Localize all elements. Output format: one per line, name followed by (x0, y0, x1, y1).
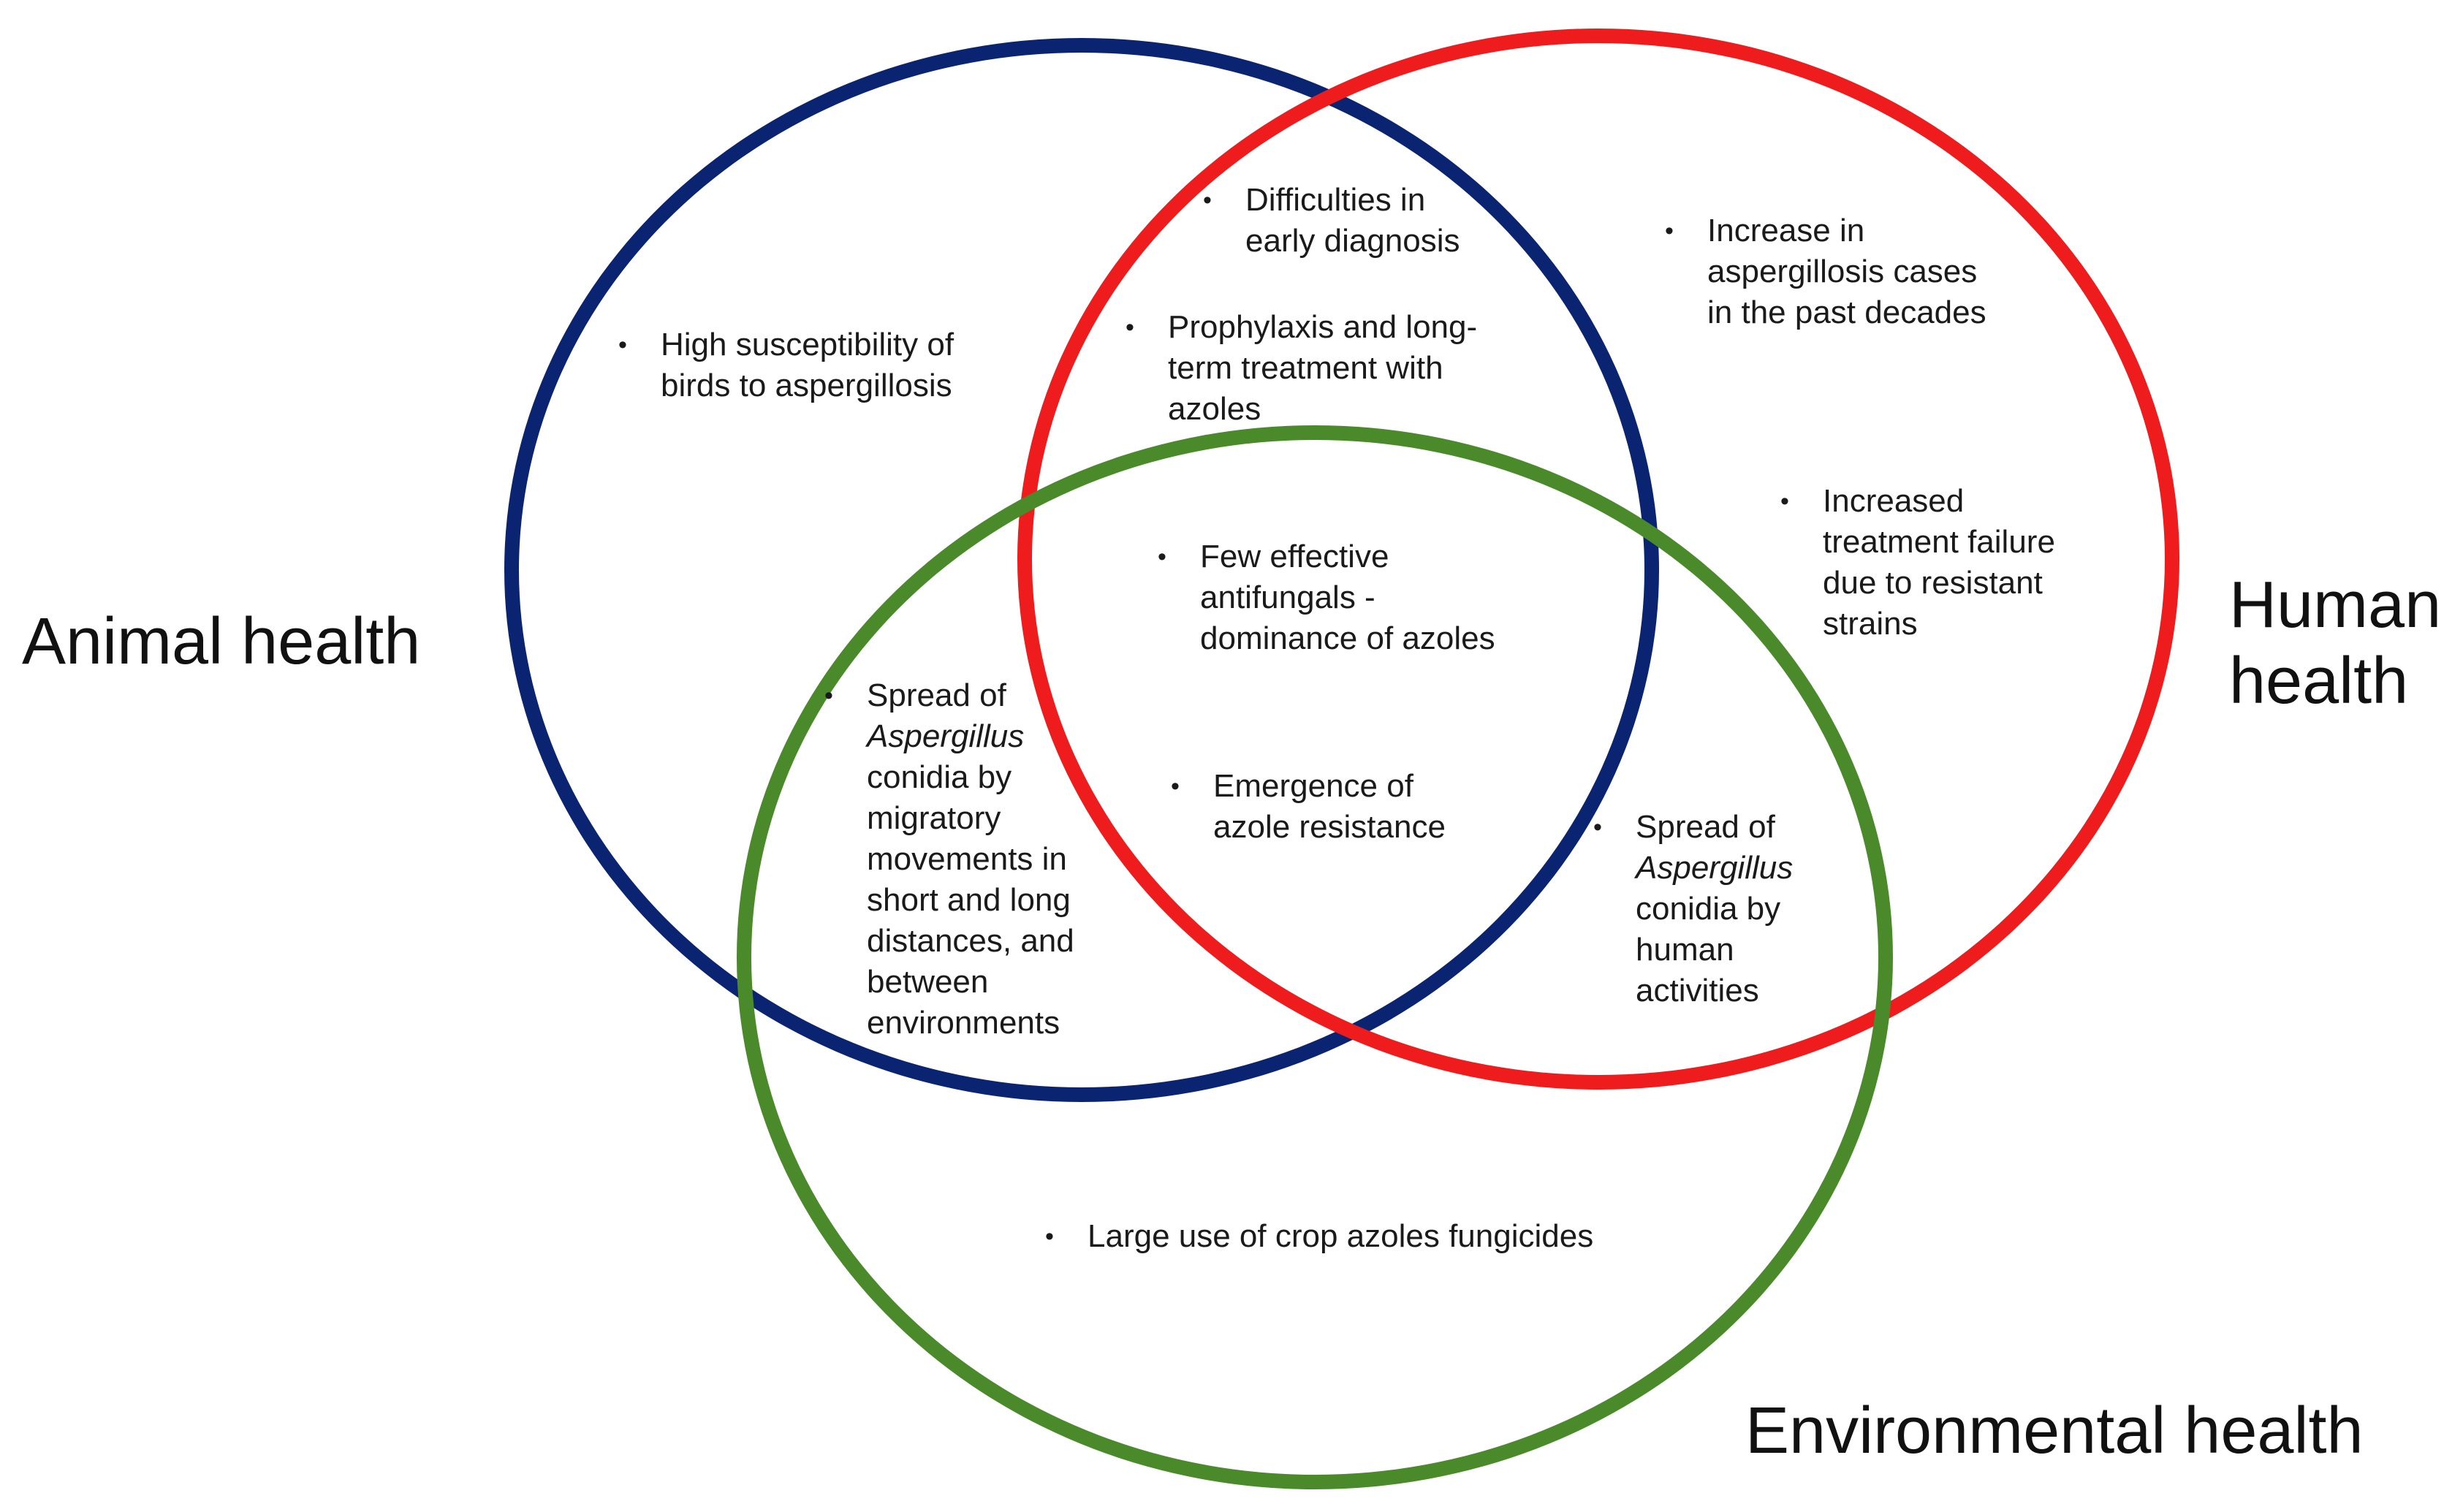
bullet-text: Large use of crop azoles fungicides (1088, 1218, 1594, 1254)
bullet-bird-susceptibility: • High susceptibility of birds to asperg… (618, 324, 954, 406)
bullet-text: Few effective antifungals - dominance of… (1200, 539, 1495, 656)
bullet-text: Spread of Aspergillus conidia by migrato… (867, 675, 1074, 1044)
bullet-prophylaxis: • Prophylaxis and long- term treatment w… (1126, 307, 1477, 430)
bullet-text: Spread of Aspergillus conidia by human a… (1636, 807, 1793, 1011)
bullet-text: Difficulties in early diagnosis (1245, 182, 1460, 259)
bullet-dot: • (1780, 487, 1789, 515)
bullet-text: Prophylaxis and long- term treatment wit… (1168, 309, 1478, 427)
bullet-text: Increased treatment failure due to resis… (1823, 483, 2055, 642)
bullet-spread-migratory: • Spread of Aspergillus conidia by migra… (824, 675, 1074, 1044)
animal-health-label: Animal health (22, 605, 421, 678)
bullet-dot: • (1203, 186, 1212, 214)
bullet-dot: • (824, 682, 833, 710)
bullet-azole-resistance: • Emergence of azole resistance (1171, 766, 1446, 848)
bullet-treatment-failure: • Increased treatment failure due to res… (1780, 481, 2055, 645)
bullet-text-post: conidia by migratory movements in short … (867, 759, 1074, 1041)
bullet-text-post: conidia by human activities (1636, 891, 1781, 1008)
bullet-text-pre: Spread of (1636, 809, 1775, 845)
bullet-dot: • (1171, 772, 1180, 800)
bullet-text-genus: Aspergillus (1636, 850, 1794, 886)
bullet-dot: • (1665, 217, 1674, 245)
bullet-text: Increase in aspergillosis cases in the p… (1707, 213, 1986, 330)
human-health-label: Human health (2229, 567, 2441, 720)
environmental-health-label: Environmental health (1745, 1394, 2364, 1467)
bullet-dot: • (1126, 314, 1134, 341)
bullet-few-antifungals: • Few effective antifungals - dominance … (1158, 536, 1495, 659)
bullet-crop-fungicides: • Large use of crop azoles fungicides (1045, 1216, 1593, 1257)
bullet-text-pre: Spread of (867, 677, 1006, 713)
bullet-dot: • (1158, 543, 1166, 571)
bullet-case-increase: • Increase in aspergillosis cases in the… (1665, 210, 1986, 333)
bullet-text: Emergence of azole resistance (1213, 768, 1446, 845)
bullet-spread-human-activities: • Spread of Aspergillus conidia by human… (1593, 807, 1793, 1011)
bullet-text-genus: Aspergillus (867, 718, 1025, 754)
bullet-early-diagnosis: • Difficulties in early diagnosis (1203, 180, 1460, 262)
bullet-text: High susceptibility of birds to aspergil… (661, 327, 955, 403)
human-health-label-text: Human health (2229, 569, 2442, 718)
bullet-dot: • (618, 331, 627, 359)
bullet-dot: • (1593, 813, 1602, 841)
bullet-dot: • (1045, 1223, 1054, 1250)
